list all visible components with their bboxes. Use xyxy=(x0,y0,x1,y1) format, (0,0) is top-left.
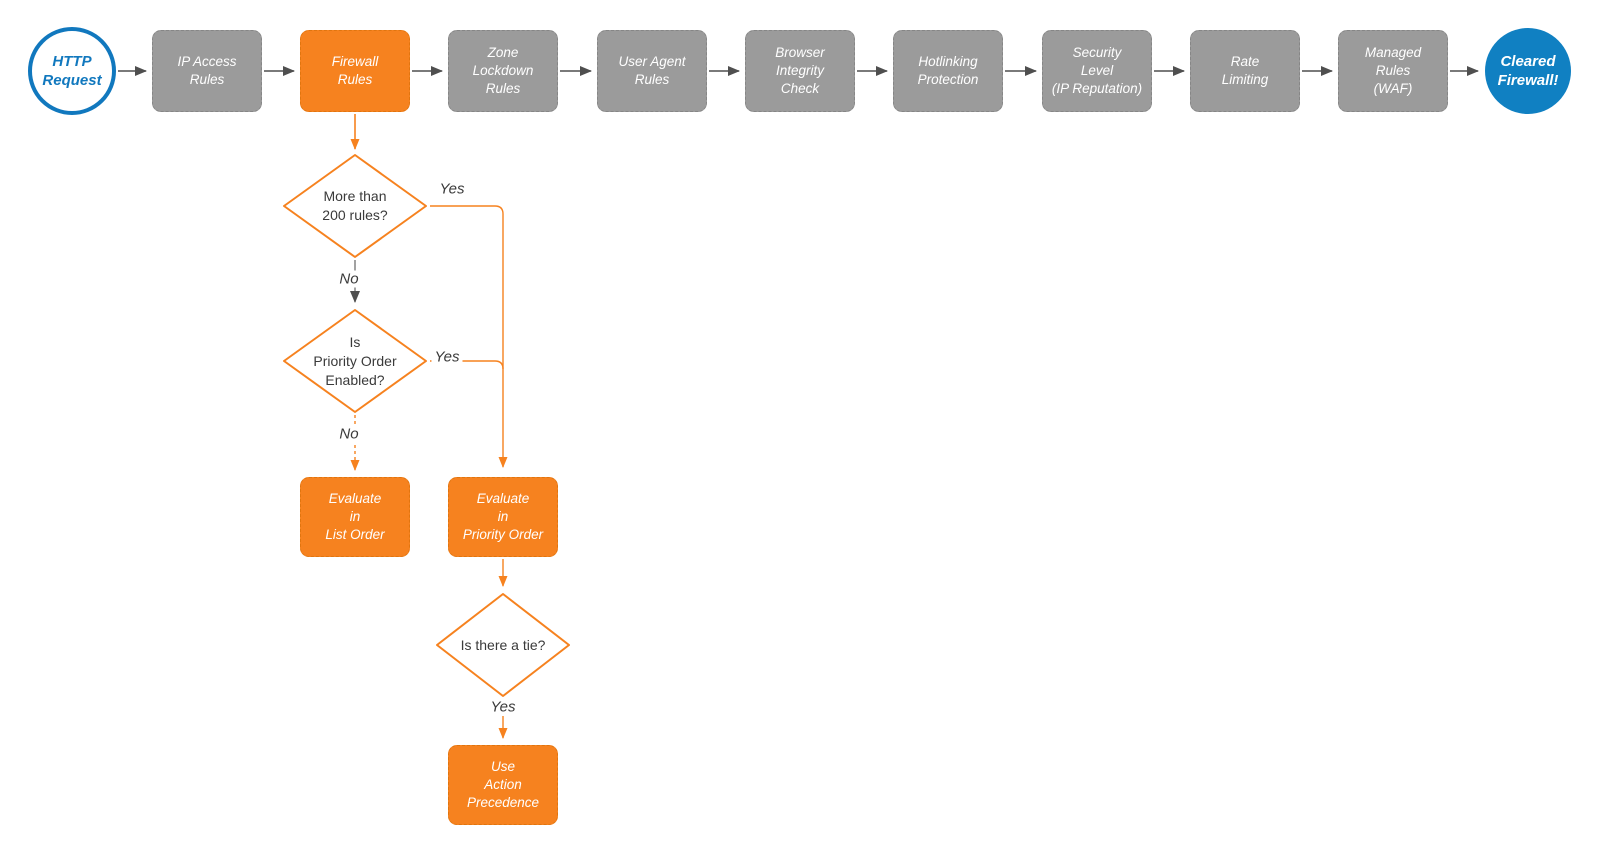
node-label: User Agent Rules xyxy=(618,54,686,87)
node-label: Use Action Precedence xyxy=(466,759,540,810)
edge-label-decision1-yes: Yes xyxy=(436,180,468,198)
node-label: Browser Integrity Check xyxy=(775,45,825,96)
node-label: HTTP Request xyxy=(42,53,102,89)
node-security-level: Security Level (IP Reputation) xyxy=(1042,30,1152,112)
node-ip-access-rules: IP Access Rules xyxy=(152,30,262,112)
node-rate-limiting: Rate Limiting xyxy=(1190,30,1300,112)
node-label: Evaluate in List Order xyxy=(325,491,385,542)
node-label: Evaluate in Priority Order xyxy=(462,491,544,542)
node-evaluate-in-list-order: Evaluate in List Order xyxy=(300,477,410,557)
node-browser-integrity-check: Browser Integrity Check xyxy=(745,30,855,112)
node-use-action-precedence: Use Action Precedence xyxy=(448,745,558,825)
diamond-shape xyxy=(283,154,427,258)
node-label: Security Level (IP Reputation) xyxy=(1051,45,1143,96)
diamond-shape xyxy=(436,593,570,697)
node-managed-rules-waf: Managed Rules (WAF) xyxy=(1338,30,1448,112)
node-user-agent-rules: User Agent Rules xyxy=(597,30,707,112)
node-zone-lockdown-rules: Zone Lockdown Rules xyxy=(448,30,558,112)
node-cleared-firewall: Cleared Firewall! xyxy=(1485,28,1571,114)
decision-label: More than 200 rules? xyxy=(322,188,388,223)
connector-decision1-yes-to-priority xyxy=(430,205,508,468)
diamond-shape xyxy=(283,309,427,413)
decision-is-there-a-tie: Is there a tie? xyxy=(435,592,571,698)
edge-label-decision2-no: No xyxy=(336,425,362,443)
edge-label-decision2-yes: Yes xyxy=(431,348,463,366)
node-hotlinking-protection: Hotlinking Protection xyxy=(893,30,1003,112)
node-label: Managed Rules (WAF) xyxy=(1364,45,1422,96)
node-label: IP Access Rules xyxy=(177,54,237,87)
node-evaluate-in-priority-order: Evaluate in Priority Order xyxy=(448,477,558,557)
node-label: Rate Limiting xyxy=(1221,54,1269,87)
node-firewall-rules: Firewall Rules xyxy=(300,30,410,112)
node-label: Zone Lockdown Rules xyxy=(472,45,534,96)
decision-label: Is Priority Order Enabled? xyxy=(313,333,397,388)
edge-label-decision3-yes: Yes xyxy=(487,698,519,716)
node-label: Firewall Rules xyxy=(331,54,379,87)
node-label: Hotlinking Protection xyxy=(917,54,979,87)
connector-decision2-yes-join xyxy=(430,360,504,370)
node-label: Cleared Firewall! xyxy=(1497,53,1559,89)
edge-label-decision1-no: No xyxy=(336,270,362,288)
decision-more-than-200-rules: More than 200 rules? xyxy=(282,153,428,259)
decision-priority-order-enabled: Is Priority Order Enabled? xyxy=(282,308,428,414)
node-http-request: HTTP Request xyxy=(28,27,116,115)
decision-label: Is there a tie? xyxy=(460,636,546,653)
